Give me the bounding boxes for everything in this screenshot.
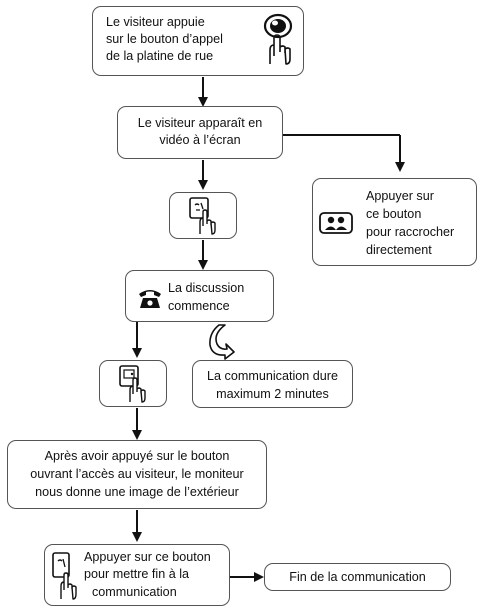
step-call-line-2: sur le bouton d’appel [106, 32, 223, 46]
step-hangup-line-3: pour raccrocher [366, 225, 455, 239]
step-discussion-line-2: commence [168, 299, 230, 313]
step-door-box [7, 440, 267, 509]
step-call-line-3: de la platine de rue [106, 49, 214, 63]
curved-arrow-icon [209, 324, 235, 360]
step-call-line-1: Le visiteur appuie [106, 15, 205, 29]
step-end-label: Fin de la communication [289, 570, 426, 584]
step-appears-box [117, 106, 283, 159]
step-end-box [264, 563, 451, 591]
monitor-hangup-button-icon [319, 212, 353, 234]
step-discussion-line-1: La discussion [168, 281, 245, 295]
door-open-button-press-icon [119, 365, 146, 403]
step-hangup-line-1: Appuyer sur [366, 189, 434, 203]
step-door-line-3: nous donne une image de l’extérieur [35, 485, 239, 499]
end-call-button-press-icon [52, 552, 77, 600]
telephone-icon [139, 290, 161, 308]
step-discussion-box [125, 270, 274, 322]
talk-button-press-icon [189, 197, 216, 235]
step-hangup-line-2: ce bouton [366, 207, 422, 221]
call-button-press-icon [263, 13, 293, 65]
step-appears-line-1: Le visiteur apparaît en [137, 116, 263, 130]
step-duration-box [192, 360, 353, 408]
step-door-line-2: ouvrant l’accès au visiteur, le moniteur [30, 467, 244, 481]
step-end-press-line-2: pour mettre fin à la [84, 567, 189, 581]
step-door-line-1: Après avoir appuyé sur le bouton [44, 449, 230, 463]
step-duration-line-2: maximum 2 minutes [216, 387, 329, 401]
step-hangup-line-4: directement [366, 243, 432, 257]
step-end-press-line-1: Appuyer sur ce bouton [84, 550, 211, 564]
step-duration-line-1: La communication dure [207, 369, 338, 383]
step-end-press-line-3: communication [92, 585, 177, 599]
step-appears-line-2: vidéo à l’écran [159, 133, 241, 147]
